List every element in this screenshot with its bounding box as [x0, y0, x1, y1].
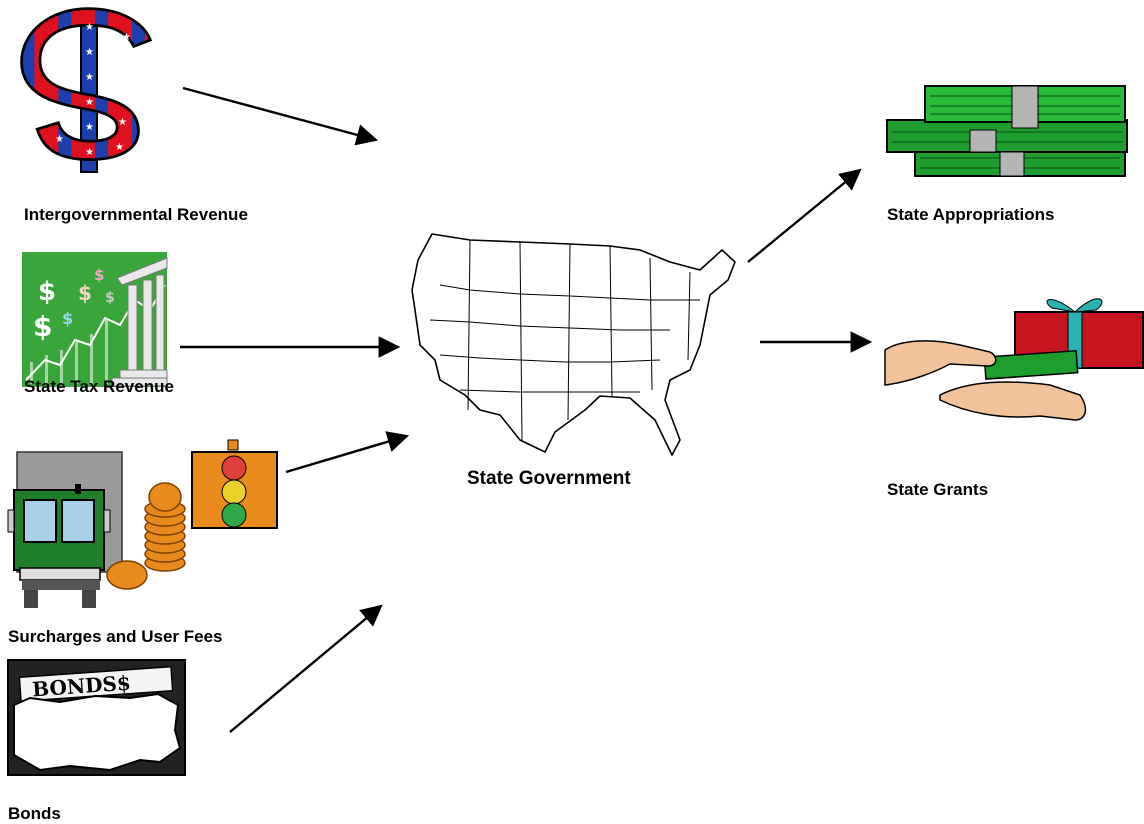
label-bonds: Bonds — [8, 804, 61, 823]
svg-text:★: ★ — [85, 122, 94, 133]
money-stack-icon — [886, 85, 1128, 177]
truck-coins-traffic-light-icon — [7, 439, 278, 608]
label-state-appropriations: State Appropriations — [887, 205, 1055, 224]
us-map-icon — [411, 233, 736, 456]
svg-text:★: ★ — [48, 72, 57, 83]
dollar-growth-chart-icon: $ $ $ $ $ $ — [22, 252, 168, 387]
bonds-certificate-icon — [7, 659, 186, 776]
label-surcharges-user-fees: Surcharges and User Fees — [8, 627, 223, 646]
star-dollar-sign-icon: ★ ★ ★ ★ ★ ★ ★ ★ ★ ★ ★ ★ — [20, 7, 153, 173]
arrow-bonds-to-state — [229, 604, 383, 733]
label-state-government: State Government — [467, 468, 631, 489]
svg-text:$: $ — [78, 281, 92, 305]
svg-text:$: $ — [94, 266, 104, 284]
svg-text:★: ★ — [85, 72, 94, 83]
arrow-surcharges-to-state — [285, 431, 410, 474]
svg-text:★: ★ — [85, 97, 94, 108]
label-state-tax-revenue: State Tax Revenue — [24, 377, 174, 396]
arrow-state-to-appropriations — [747, 168, 862, 263]
svg-text:$: $ — [38, 277, 56, 307]
svg-text:★: ★ — [45, 42, 54, 53]
svg-text:$: $ — [105, 290, 115, 306]
svg-text:★: ★ — [118, 117, 127, 128]
svg-text:★: ★ — [85, 147, 94, 158]
svg-text:★: ★ — [85, 22, 94, 33]
svg-text:★: ★ — [55, 134, 64, 145]
label-intergovernmental-revenue: Intergovernmental Revenue — [24, 205, 248, 224]
arrow-intergovernmental-to-state — [182, 86, 379, 146]
label-state-grants: State Grants — [887, 480, 989, 499]
svg-text:★: ★ — [85, 47, 94, 58]
svg-text:★: ★ — [122, 32, 131, 43]
svg-text:$: $ — [33, 310, 52, 343]
svg-text:$: $ — [62, 309, 73, 328]
hands-money-gift-icon — [884, 298, 1144, 421]
svg-text:★: ★ — [115, 142, 124, 153]
